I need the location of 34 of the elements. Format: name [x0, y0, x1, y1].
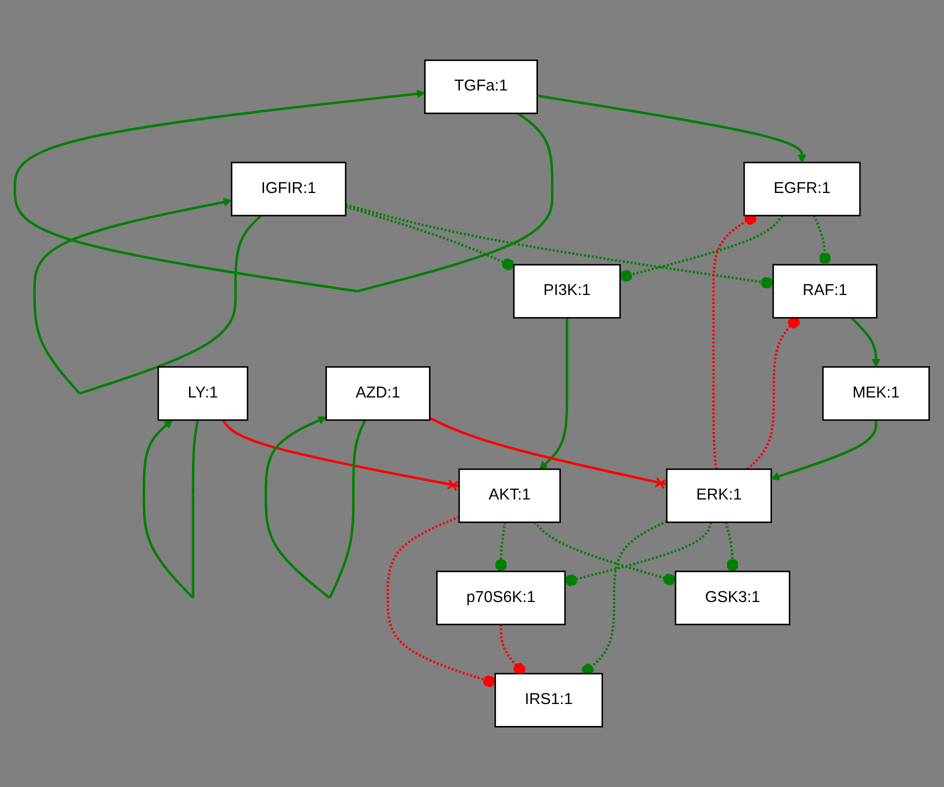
connector	[620, 214, 784, 282]
arrow	[264, 416, 366, 599]
connector	[500, 624, 526, 675]
connector	[495, 522, 507, 572]
node-box: PI3K:1	[513, 264, 621, 319]
arrow	[14, 90, 554, 292]
connector	[429, 416, 668, 490]
arrow	[33, 198, 262, 395]
node-box: IRS1:1	[494, 672, 604, 728]
connector	[386, 516, 496, 688]
connector	[345, 204, 774, 289]
arrow	[539, 318, 568, 470]
connector	[812, 215, 831, 265]
connector	[345, 205, 514, 270]
node-box: GSK3:1	[674, 570, 790, 626]
node-box: EGFR:1	[743, 162, 861, 216]
node-box: TGFa:1	[424, 60, 538, 114]
connector	[746, 316, 800, 470]
arrow	[850, 316, 880, 368]
node-box: AZD:1	[325, 366, 430, 421]
connector	[534, 521, 676, 586]
node-box: ERK:1	[666, 468, 772, 523]
node-box: IGFIR:1	[230, 162, 346, 216]
node-box: MEK:1	[822, 366, 930, 421]
arrow	[536, 94, 806, 163]
arrow	[142, 420, 199, 599]
connector	[564, 522, 712, 586]
node-box: LY:1	[158, 366, 248, 421]
connector	[222, 419, 460, 492]
node-box: AKT:1	[458, 468, 561, 523]
connector	[724, 522, 738, 572]
node-box: RAF:1	[772, 264, 878, 319]
node-box: p70S6K:1	[436, 570, 566, 626]
arrow	[770, 420, 878, 480]
